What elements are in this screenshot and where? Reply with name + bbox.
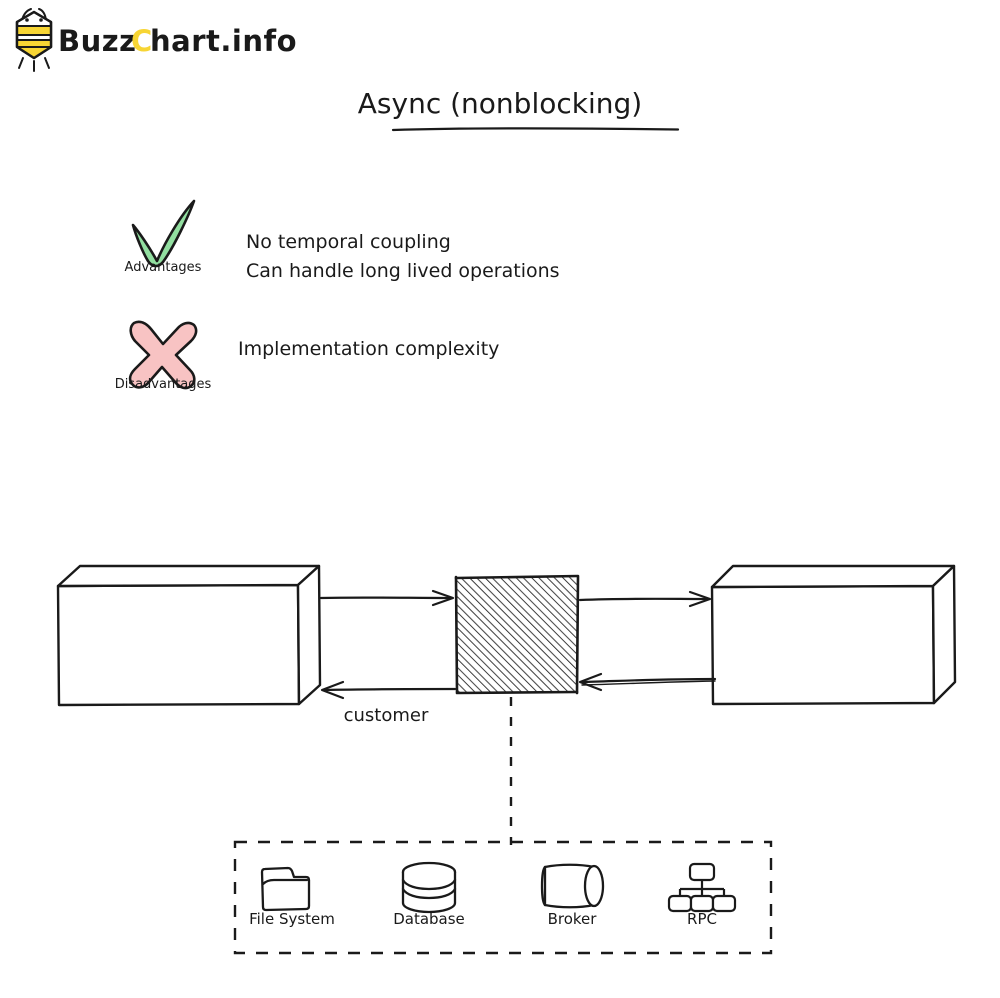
arrow-intermediary-to-client: customer	[320, 680, 457, 726]
folder-icon	[260, 866, 311, 912]
page-title-text: Async (nonblocking)	[358, 87, 642, 120]
bee-hexagon-icon	[15, 8, 53, 72]
hierarchy-tree-icon	[667, 862, 737, 913]
brand-logo[interactable]: Buzz C hart.info	[15, 8, 297, 72]
page-title-underline	[391, 127, 680, 132]
cross-mark-icon	[128, 320, 198, 390]
intermediary-box[interactable]	[454, 574, 580, 695]
brand-name-accent: C	[131, 24, 153, 58]
disadvantages-label: Disadvantages	[115, 377, 212, 392]
transport-option-file-system[interactable]: File System	[249, 866, 335, 928]
advantages-label: Advantages	[125, 260, 202, 275]
arrow-client-to-intermediary	[319, 589, 455, 607]
transport-option-rpc[interactable]: RPC	[667, 862, 737, 928]
transport-option-database[interactable]: Database	[393, 861, 465, 928]
arrow-service-to-intermediary	[578, 672, 717, 692]
check-mark-icon	[131, 199, 196, 268]
service-box[interactable]	[710, 564, 957, 706]
advantages-section: Advantages No temporal coupling Can hand…	[125, 199, 560, 282]
advantages-item-0: No temporal coupling	[246, 231, 451, 253]
transport-option-file-system-label: File System	[249, 910, 335, 928]
advantages-item-1: Can handle long lived operations	[246, 260, 560, 282]
transport-option-broker[interactable]: Broker	[540, 863, 605, 928]
disadvantages-item-0: Implementation complexity	[238, 338, 499, 360]
arrow-customer-label: customer	[344, 705, 429, 726]
client-box[interactable]	[56, 564, 322, 707]
disadvantages-section: Disadvantages Implementation complexity	[115, 320, 499, 392]
page-title: Async (nonblocking)	[358, 87, 680, 132]
transport-option-broker-label: Broker	[548, 910, 598, 928]
transport-option-database-label: Database	[393, 910, 465, 928]
arrow-intermediary-to-service	[578, 590, 712, 608]
transport-option-rpc-label: RPC	[687, 910, 717, 928]
horizontal-cylinder-icon	[540, 863, 605, 909]
brand-name-part3: hart.info	[150, 24, 297, 58]
brand-name-part1: Buzz	[58, 24, 137, 58]
database-cylinder-icon	[401, 861, 457, 914]
